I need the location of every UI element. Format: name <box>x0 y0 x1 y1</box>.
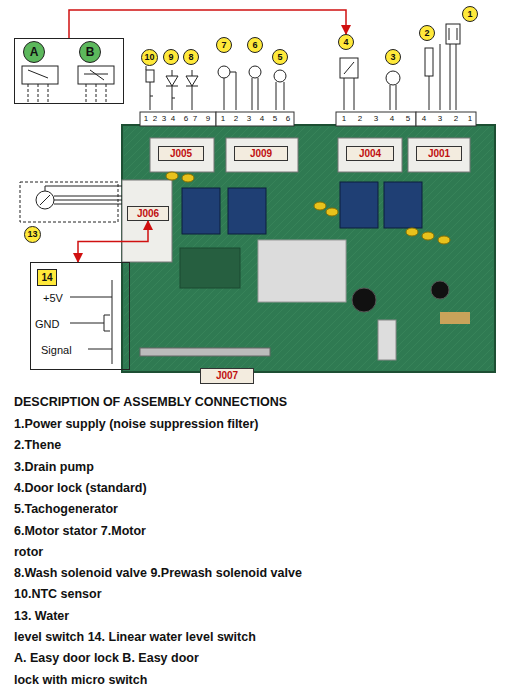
pin-number: 3 <box>438 115 442 124</box>
connector-label: J001 <box>416 146 462 161</box>
node-text: 1 <box>467 10 472 19</box>
connector-label: J006 <box>127 206 169 221</box>
node-text: 4 <box>343 38 348 47</box>
pin-number: 3 <box>374 115 378 124</box>
pin-number: 4 <box>260 115 264 124</box>
callout-number: 4 <box>338 34 354 50</box>
node-text: J001 <box>428 149 450 159</box>
pin-number: 4 <box>422 115 426 124</box>
signal-name: +5V <box>43 293 63 304</box>
electrolytic-capacitors <box>352 281 449 312</box>
pin-number: 7 <box>193 115 197 124</box>
pin-number: 1 <box>468 115 472 124</box>
connector-label: J005 <box>158 146 204 161</box>
callout-number: 1 <box>462 6 478 22</box>
connector-label: J007 <box>200 368 254 384</box>
outline-box: +5V GND Signal 14 <box>30 262 130 370</box>
pin-number: 1 <box>342 115 346 124</box>
connector-arrow <box>78 221 148 262</box>
connector-label: J004 <box>346 146 394 161</box>
node-text: J004 <box>359 149 381 159</box>
component-symbols <box>146 24 460 110</box>
node-text: 9 <box>168 53 173 62</box>
pin-number: 5 <box>273 115 277 124</box>
callout-number: 3 <box>385 49 401 65</box>
description-line: rotor <box>14 546 43 560</box>
signal-name: Signal <box>41 345 72 356</box>
pin-number: 2 <box>454 115 458 124</box>
heatsink <box>258 240 346 302</box>
node-text: J006 <box>137 209 159 219</box>
pin-strips <box>140 112 476 126</box>
description-line: 13. Water <box>14 610 69 624</box>
pin-number: 5 <box>406 115 410 124</box>
pin-number: 6 <box>184 115 188 124</box>
description-line: 4.Door lock (standard) <box>14 482 147 496</box>
node-text: A <box>30 46 39 58</box>
pin-number: 3 <box>247 115 251 124</box>
node-text: 5 <box>277 53 282 62</box>
description-line: 5.Tachogenerator <box>14 503 118 517</box>
callout-number: 10 <box>141 49 158 66</box>
callout-number: 13 <box>24 226 41 243</box>
signal-name: GND <box>35 319 59 330</box>
connector-label: J009 <box>234 146 288 161</box>
description-line: A. Easy door lock B. Easy door <box>14 652 199 666</box>
node-text: J007 <box>216 371 238 381</box>
connector-arrow <box>69 10 346 38</box>
node-text: J005 <box>170 149 192 159</box>
pin-number: 1 <box>221 115 225 124</box>
node-text: 6 <box>252 41 257 50</box>
description-line: 10.NTC sensor <box>14 588 102 602</box>
door-lock-marker: B <box>79 41 101 63</box>
description-line: 1.Power supply (noise suppression filter… <box>14 418 259 432</box>
node-text: 10 <box>144 53 154 62</box>
pin-number: 1 <box>144 115 148 124</box>
linear-switch-wiring <box>70 280 112 364</box>
callout-number: 6 <box>247 37 263 53</box>
pin-number: 2 <box>234 115 238 124</box>
description-line: 2.Thene <box>14 439 61 453</box>
door-lock-symbols <box>22 66 114 104</box>
callout-number: 8 <box>183 49 199 65</box>
pcb-board <box>122 125 495 372</box>
pin-number: 4 <box>390 115 394 124</box>
pin-number: 3 <box>162 115 166 124</box>
heading: DESCRIPTION OF ASSEMBLY CONNECTIONS <box>14 396 287 410</box>
pin-number: 6 <box>286 115 290 124</box>
node-text: 3 <box>390 53 395 62</box>
callout-number: 2 <box>419 25 435 41</box>
relays <box>182 182 422 234</box>
node-text: B <box>86 46 95 58</box>
description-line: 6.Motor stator 7.Motor <box>14 525 146 539</box>
outline-box: AB <box>14 38 124 104</box>
node-text: 2 <box>424 29 429 38</box>
description-line: 3.Drain pump <box>14 461 94 475</box>
callout-number: 5 <box>272 49 288 65</box>
pin-number: 2 <box>153 115 157 124</box>
pin-number: 2 <box>358 115 362 124</box>
callout-number: 9 <box>163 49 179 65</box>
description-line: lock with micro switch <box>14 674 147 688</box>
node-text: 7 <box>221 41 226 50</box>
water-level-switch <box>20 182 122 222</box>
pin-number: 4 <box>171 115 175 124</box>
node-text: J009 <box>250 149 272 159</box>
door-lock-marker: A <box>23 41 45 63</box>
node-text: 8 <box>188 53 193 62</box>
node-text: 13 <box>27 230 37 239</box>
callout-number: 7 <box>216 37 232 53</box>
pin-number: 9 <box>206 115 210 124</box>
capacitors <box>166 172 450 244</box>
description-line: level switch 14. Linear water level swit… <box>14 631 256 645</box>
callout-number: 14 <box>37 269 57 286</box>
node-text: 14 <box>41 273 52 283</box>
description-line: 8.Wash solenoid valve 9.Prewash solenoid… <box>14 567 302 581</box>
